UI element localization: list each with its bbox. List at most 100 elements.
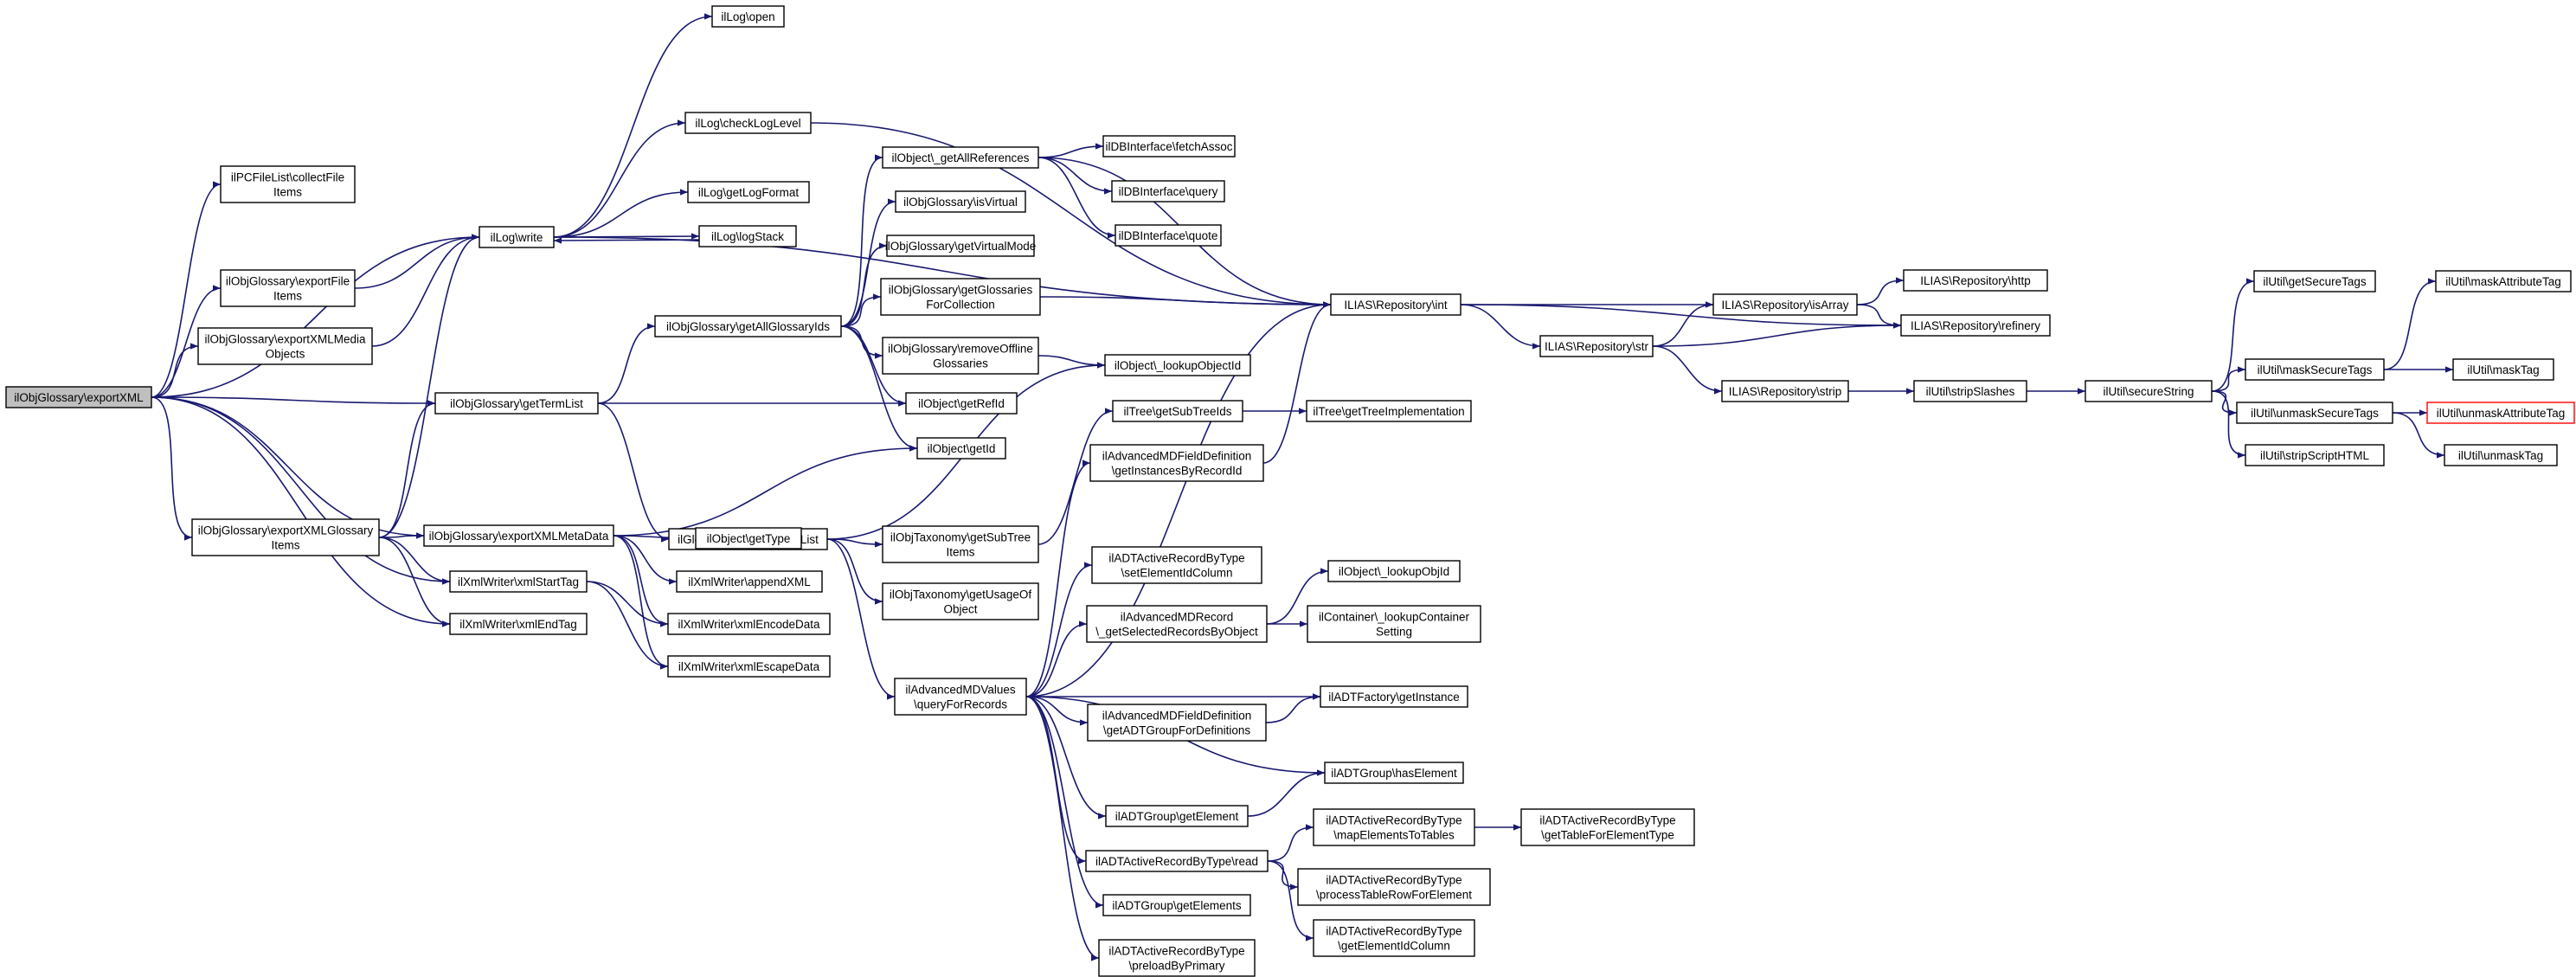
node-ilutil-maskattributetag[interactable]: ilUtil\maskAttributeTag: [2435, 270, 2572, 292]
node-ilias-repository-http[interactable]: ILIAS\Repository\http: [1903, 269, 2048, 292]
node-ilxmlwriter-xmlescapedata[interactable]: ilXmlWriter\xmlEscapeData: [667, 655, 831, 678]
node-ildbinterface-fetchassoc[interactable]: ilDBInterface\fetchAssoc: [1102, 135, 1236, 157]
node-iladtgroup-haselement[interactable]: ilADTGroup\hasElement: [1324, 762, 1464, 784]
node-ilobject-getallreferences[interactable]: ilObject\_getAllReferences: [882, 146, 1039, 169]
node-label: ilLog\open: [721, 10, 774, 23]
node-ilias-repository-int[interactable]: ILIAS\Repository\int: [1330, 293, 1461, 316]
node-ilxmlwriter-xmlendtag[interactable]: ilXmlWriter\xmlEndTag: [449, 613, 588, 635]
node-iladtactiverecordbytype-mapelementstotables[interactable]: ilADTActiveRecordByType\mapElementsToTab…: [1313, 808, 1475, 846]
node-iladtactiverecordbytype-getelementidcolumn[interactable]: ilADTActiveRecordByType\getElementIdColu…: [1313, 919, 1475, 957]
node-ilutil-masksecuretags[interactable]: ilUtil\maskSecureTags: [2245, 358, 2385, 381]
node-box: [2085, 380, 2213, 402]
node-illog-getlogformat[interactable]: ilLog\getLogFormat: [687, 181, 810, 203]
edge-path: [1856, 304, 1902, 329]
edge-layer: [151, 13, 2453, 961]
node-ilxmlwriter-appendxml[interactable]: ilXmlWriter\appendXML: [676, 570, 823, 593]
node-iladtactiverecordbytype-read[interactable]: ilADTActiveRecordByType\read: [1085, 850, 1269, 872]
node-box: [1104, 354, 1251, 376]
edge-path: [1039, 296, 1332, 308]
node-ilutil-stripslashes[interactable]: ilUtil\stripSlashes: [1913, 380, 2027, 402]
edge-path: [2383, 278, 2437, 370]
node-label: \getADTGroupForDefinitions: [1103, 724, 1251, 737]
node-label: \getElementIdColumn: [1338, 940, 1450, 953]
edge-path: [151, 234, 480, 398]
node-ilutil-unmasktag[interactable]: ilUtil\unmaskTag: [2444, 444, 2558, 466]
node-ilobjglossary-gettermlist[interactable]: ilObjGlossary\getTermList: [434, 392, 599, 415]
node-ilutil-getsecuretags[interactable]: ilUtil\getSecureTags: [2253, 270, 2376, 292]
node-illog-checkloglevel[interactable]: ilLog\checkLogLevel: [684, 112, 812, 134]
node-ilias-repository-isarray[interactable]: ILIAS\Repository\isArray: [1712, 293, 1858, 316]
node-iladtactiverecordbytype-preloadbyprimary[interactable]: ilADTActiveRecordByType\preloadByPrimary: [1098, 939, 1256, 977]
node-iladvancedmdfielddefinition-getadtgroupfordefinitions[interactable]: ilAdvancedMDFieldDefinition\getADTGroupF…: [1087, 704, 1267, 742]
node-box: [2236, 402, 2393, 424]
node-box: [479, 226, 555, 248]
node-ilutil-masktag[interactable]: ilUtil\maskTag: [2452, 358, 2554, 381]
node-ilobject-getid[interactable]: ilObject\getId: [916, 437, 1006, 460]
node-box: [449, 570, 588, 593]
edge-path: [553, 189, 689, 238]
node-label: ilLog\logStack: [711, 230, 784, 243]
node-iladtgroup-getelements[interactable]: ilADTGroup\getElements: [1102, 894, 1251, 916]
node-iladtactiverecordbytype-setelementidcolumn[interactable]: ilADTActiveRecordByType\setElementIdColu…: [1091, 546, 1262, 584]
edge-n29-n37: [1025, 562, 1093, 697]
node-ilutil-unmaskattributetag[interactable]: ilUtil\unmaskAttributeTag: [2426, 402, 2575, 424]
node-ilobjglossary-isvirtual[interactable]: ilObjGlossary\isVirtual: [895, 190, 1026, 213]
node-label: ilDBInterface\quote: [1119, 229, 1218, 242]
node-ilobjglossary-exportxmlmetadata[interactable]: ilObjGlossary\exportXMLMetaData: [423, 524, 614, 547]
node-iladvancedmdfielddefinition-getinstancesbyrecordid[interactable]: ilAdvancedMDFieldDefinition\getInstances…: [1089, 444, 1264, 482]
edge-n44-n54: [1652, 345, 1723, 395]
node-ilias-repository-refinery[interactable]: ILIAS\Repository\refinery: [1900, 314, 2051, 337]
node-ilutil-securestring[interactable]: ilUtil\secureString: [2085, 380, 2213, 402]
node-ilobject-getrefid[interactable]: ilObject\getRefId: [905, 392, 1018, 415]
node-illog-logstack[interactable]: ilLog\logStack: [698, 225, 797, 247]
node-ilxmlwriter-xmlencodedata[interactable]: ilXmlWriter\xmlEncodeData: [667, 613, 831, 635]
edge-path: [1266, 568, 1329, 625]
node-illog-open[interactable]: ilLog\open: [711, 5, 785, 28]
node-ilobjglossary-exportxml[interactable]: ilObjGlossary\exportXML: [5, 386, 152, 408]
edge-n29-n33: [1025, 301, 1332, 697]
edge-n11-n33: [810, 122, 1332, 308]
node-ilobject-lookupobjectid[interactable]: ilObject\_lookupObjectId: [1104, 354, 1251, 376]
node-label: ilADTActiveRecordByType: [1326, 814, 1461, 827]
node-ilobject-gettype[interactable]: ilObject\getType: [695, 527, 802, 550]
node-illog-write[interactable]: ilLog\write: [479, 226, 555, 248]
edge-path: [840, 154, 883, 327]
node-iltree-gettreeimplementation[interactable]: ilTree\getTreeImplementation: [1306, 400, 1472, 422]
node-label: Glossaries: [933, 357, 988, 370]
node-label: Items: [273, 186, 302, 199]
node-ilobjglossary-getallglossaryids[interactable]: ilObjGlossary\getAllGlossaryIds: [654, 315, 842, 337]
edge-path: [1037, 355, 1106, 369]
node-iltree-getsubtreeids[interactable]: ilTree\getSubTreeIds: [1112, 400, 1243, 422]
node-iladtfactory-getinstance[interactable]: ilADTFactory\getInstance: [1320, 685, 1468, 708]
node-iladtactiverecordbytype-gettableforelementtype[interactable]: ilADTActiveRecordByType\getTableForEleme…: [1520, 808, 1695, 846]
node-iladtactiverecordbytype-processtablerowforelement[interactable]: ilADTActiveRecordByType\processTableRowF…: [1297, 868, 1491, 906]
node-label: ilUtil\secureString: [2103, 385, 2194, 398]
node-ilutil-unmasksecuretags[interactable]: ilUtil\unmaskSecureTags: [2236, 402, 2393, 424]
edge-n0-n9: [151, 396, 451, 627]
edge-n15-n27: [826, 538, 883, 548]
node-box: [197, 327, 373, 365]
node-iladvancedmdvalues-queryforrecords[interactable]: ilAdvancedMDValues\queryForRecords: [894, 678, 1027, 716]
node-label: ilADTFactory\getInstance: [1328, 691, 1460, 704]
edge-path: [371, 234, 480, 347]
node-ildbinterface-query[interactable]: ilDBInterface\query: [1111, 180, 1225, 202]
node-iladvancedmdrecord-getselectedrecordsbyobject[interactable]: ilAdvancedMDRecord\_getSelectedRecordsBy…: [1086, 605, 1268, 643]
node-ilxmlwriter-xmlstarttag[interactable]: ilXmlWriter\xmlStartTag: [449, 570, 588, 593]
node-iladtgroup-getelement[interactable]: ilADTGroup\getElement: [1105, 805, 1249, 827]
node-box: [1085, 850, 1269, 872]
node-ilutil-stripscripthtml[interactable]: ilUtil\stripScriptHTML: [2245, 444, 2385, 466]
node-ilias-repository-str[interactable]: ILIAS\Repository\str: [1539, 335, 1654, 357]
node-ildbinterface-quote[interactable]: ilDBInterface\quote: [1115, 224, 1222, 247]
node-ilias-repository-strip[interactable]: ILIAS\Repository\strip: [1721, 380, 1849, 402]
node-ilobjglossary-getvirtualmode[interactable]: ilObjGlossary\getVirtualMode: [885, 235, 1037, 257]
node-ilobject-lookupobjid[interactable]: ilObject\_lookupObjId: [1327, 560, 1461, 582]
